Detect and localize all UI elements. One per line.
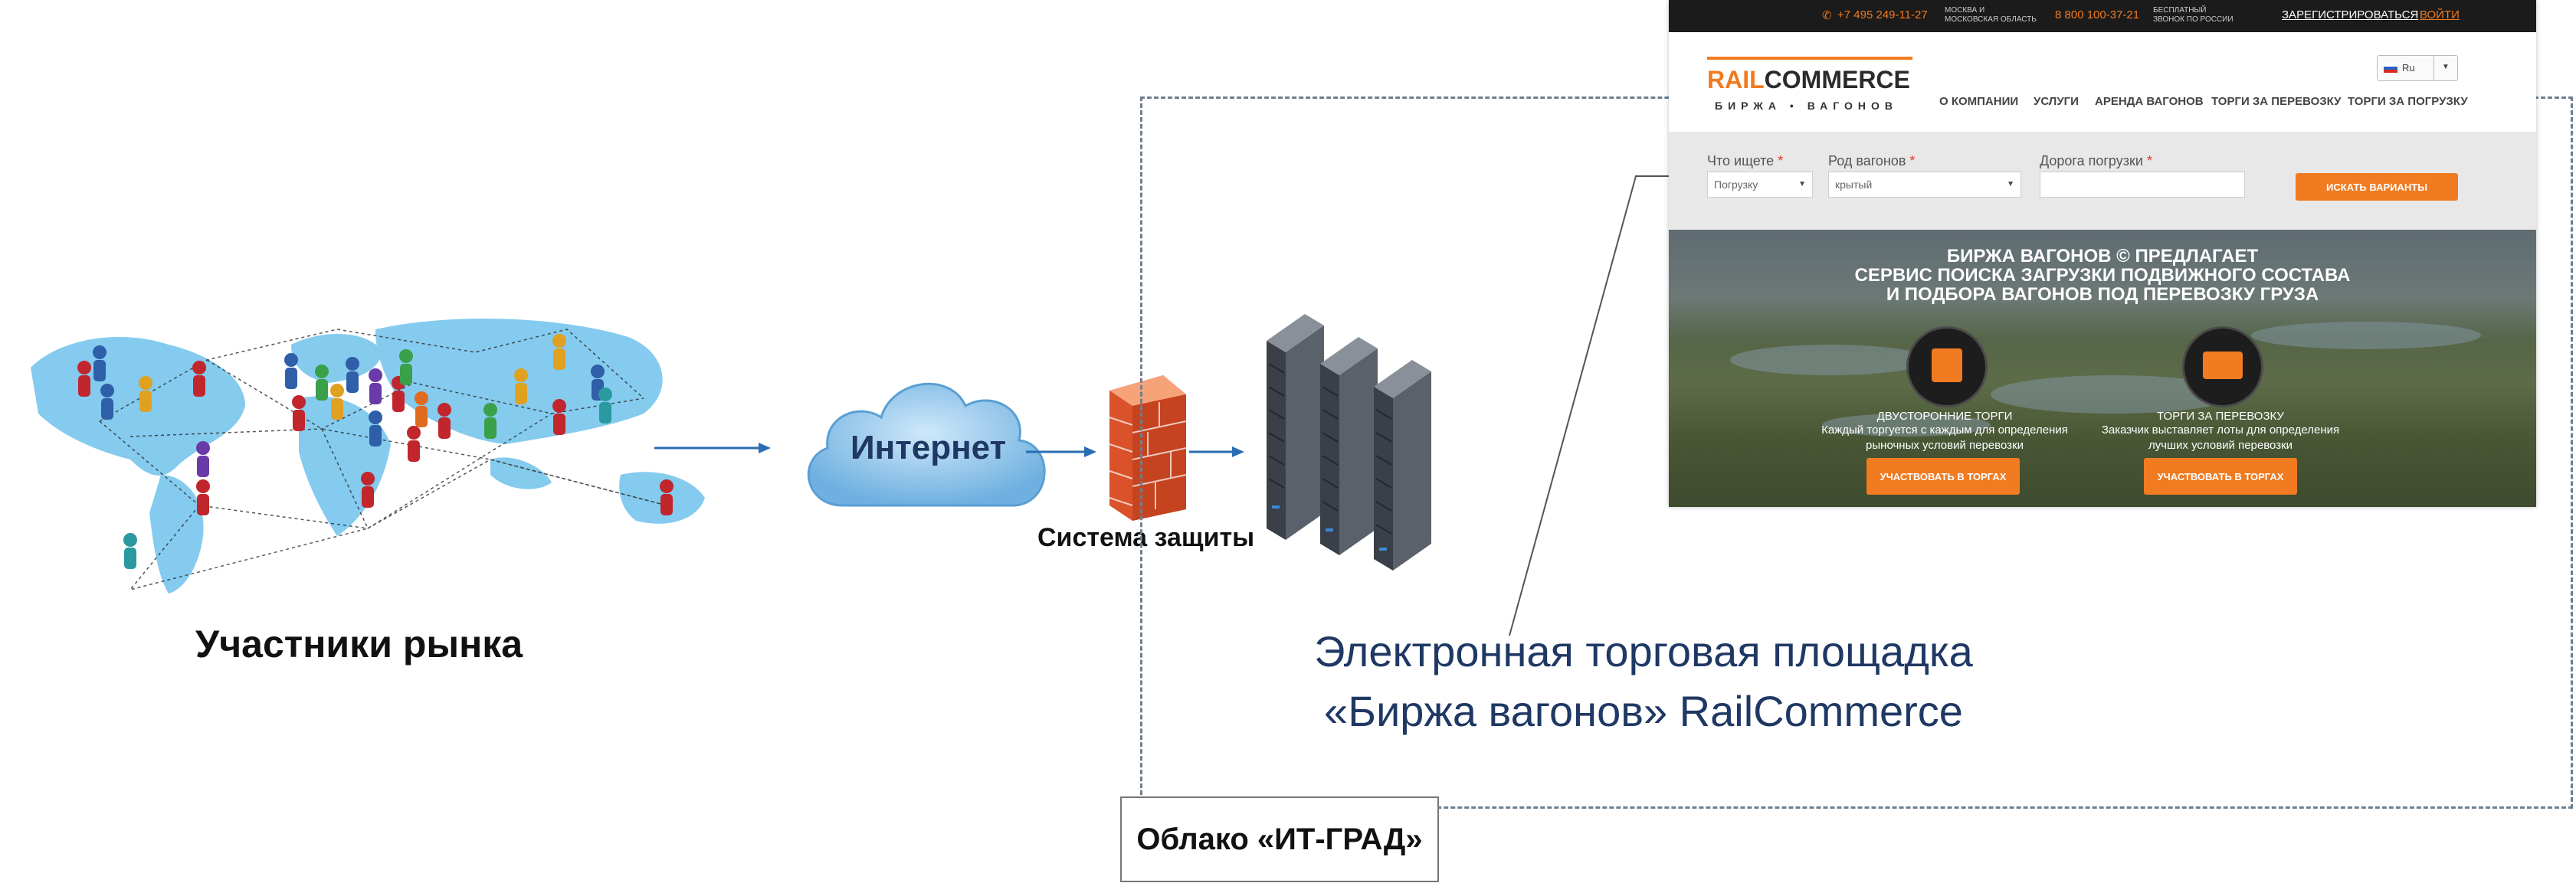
- callout-line: [1509, 175, 1670, 636]
- firewall-icon: [1109, 375, 1187, 521]
- server-rack-icon: [1267, 314, 1431, 571]
- railcommerce-logo[interactable]: RAILCOMMERCE БИРЖА • ВАГОНОВ: [1707, 54, 1912, 113]
- lang-value: Ru: [2402, 62, 2415, 74]
- nav-loading-trades[interactable]: ТОРГИ ЗА ПОГРУЗКУ: [2348, 95, 2468, 108]
- cargo-box-icon: [1906, 326, 1988, 407]
- hero-line1: БИРЖА ВАГОНОВ © ПРЕДЛАГАЕТ: [1946, 246, 2259, 267]
- search-button[interactable]: ИСКАТЬ ВАРИАНТЫ: [2296, 173, 2458, 201]
- login-link[interactable]: ВОЙТИ: [2420, 8, 2460, 21]
- participants-label: Участники рынка: [195, 623, 523, 666]
- right-feature-text2: лучших условий перевозки: [2148, 439, 2293, 452]
- road-label: Дорога погрузки *: [2040, 153, 2152, 168]
- flag-ru-icon: [2384, 64, 2397, 73]
- logo-commerce: COMMERCE: [1764, 66, 1910, 93]
- arrow-firewall-to-servers: [1189, 446, 1244, 457]
- phone2[interactable]: 8 800 100-37-21: [2055, 8, 2140, 21]
- road-input[interactable]: [2040, 172, 2245, 198]
- chevron-down-icon: ▼: [2433, 56, 2457, 80]
- platform-title: Электронная торговая площадка «Биржа ваг…: [1310, 622, 1977, 741]
- logo-rail: RAIL: [1707, 66, 1765, 93]
- site-topbar: ✆ +7 495 249-11-27 МОСКВА И МОСКОВСКАЯ О…: [1669, 0, 2536, 32]
- hero-line3: И ПОДБОРА ВАГОНОВ ПОД ПЕРЕВОЗКУ ГРУЗА: [1886, 284, 2319, 305]
- security-label: Система защиты: [1037, 523, 1255, 552]
- phone2-note: БЕСПЛАТНЫЙ ЗВОНОК ПО РОССИИ: [2153, 6, 2234, 24]
- chevron-down-icon: ▼: [1798, 180, 1806, 188]
- wagon-kind-label: Род вагонов *: [1828, 153, 1916, 168]
- left-feature-text2: рыночных условий перевозки: [1866, 439, 2024, 452]
- participate-button-left[interactable]: УЧАСТВОВАТЬ В ТОРГАХ: [1866, 458, 2020, 495]
- hero-line2: СЕРВИС ПОИСКА ЗАГРУЗКИ ПОДВИЖНОГО СОСТАВ…: [1854, 265, 2351, 286]
- railcommerce-website: ✆ +7 495 249-11-27 МОСКВА И МОСКОВСКАЯ О…: [1669, 0, 2536, 507]
- site-header: RAILCOMMERCE БИРЖА • ВАГОНОВ Ru ▼ О КОМП…: [1669, 32, 2536, 132]
- platform-title-line2: «Биржа вагонов» RailCommerce: [1324, 687, 1963, 735]
- right-feature-title: ТОРГИ ЗА ПЕРЕВОЗКУ: [2157, 410, 2284, 423]
- search-panel: Что ищете * Погрузку▼ Род вагонов * крыт…: [1669, 132, 2536, 230]
- arrow-map-to-internet: [654, 443, 771, 453]
- railcar-icon: [2182, 326, 2263, 407]
- register-link[interactable]: ЗАРЕГИСТРИРОВАТЬСЯ: [2282, 8, 2419, 21]
- what-select[interactable]: Погрузку▼: [1707, 172, 1813, 198]
- arrow-internet-to-firewall: [1026, 446, 1096, 457]
- internet-label: Интернет: [850, 429, 1007, 466]
- language-selector[interactable]: Ru ▼: [2377, 55, 2458, 81]
- left-feature-title: ДВУСТОРОННИЕ ТОРГИ: [1876, 410, 2013, 423]
- network-lines: [99, 329, 667, 591]
- nav-transport-trades[interactable]: ТОРГИ ЗА ПЕРЕВОЗКУ: [2211, 95, 2342, 108]
- nav-about[interactable]: О КОМПАНИИ: [1939, 95, 2019, 108]
- hero-banner: БИРЖА ВАГОНОВ © ПРЕДЛАГАЕТ СЕРВИС ПОИСКА…: [1669, 230, 2536, 507]
- nav-rent[interactable]: АРЕНДА ВАГОНОВ: [2095, 95, 2204, 108]
- logo-subtitle: БИРЖА • ВАГОНОВ: [1715, 100, 1898, 112]
- phone1-note: МОСКВА И МОСКОВСКАЯ ОБЛАСТЬ: [1945, 6, 2037, 24]
- nav-services[interactable]: УСЛУГИ: [2034, 95, 2079, 108]
- phone-icon: ✆: [1822, 9, 1832, 22]
- market-participants: [77, 334, 673, 569]
- world-map-network: [31, 319, 705, 594]
- chevron-down-icon: ▼: [2007, 180, 2014, 188]
- participate-button-right[interactable]: УЧАСТВОВАТЬ В ТОРГАХ: [2144, 458, 2297, 495]
- right-feature-text1: Заказчик выставляет лоты для определения: [2101, 424, 2340, 437]
- phone1[interactable]: +7 495 249-11-27: [1837, 8, 1928, 21]
- what-label: Что ищете *: [1707, 153, 1784, 168]
- cloud-label: Облако «ИТ-ГРАД»: [1120, 796, 1439, 882]
- platform-title-line1: Электронная торговая площадка: [1314, 627, 1973, 675]
- left-feature-text1: Каждый торгуется с каждым для определени…: [1821, 424, 2068, 437]
- wagon-kind-select[interactable]: крытый▼: [1828, 172, 2021, 198]
